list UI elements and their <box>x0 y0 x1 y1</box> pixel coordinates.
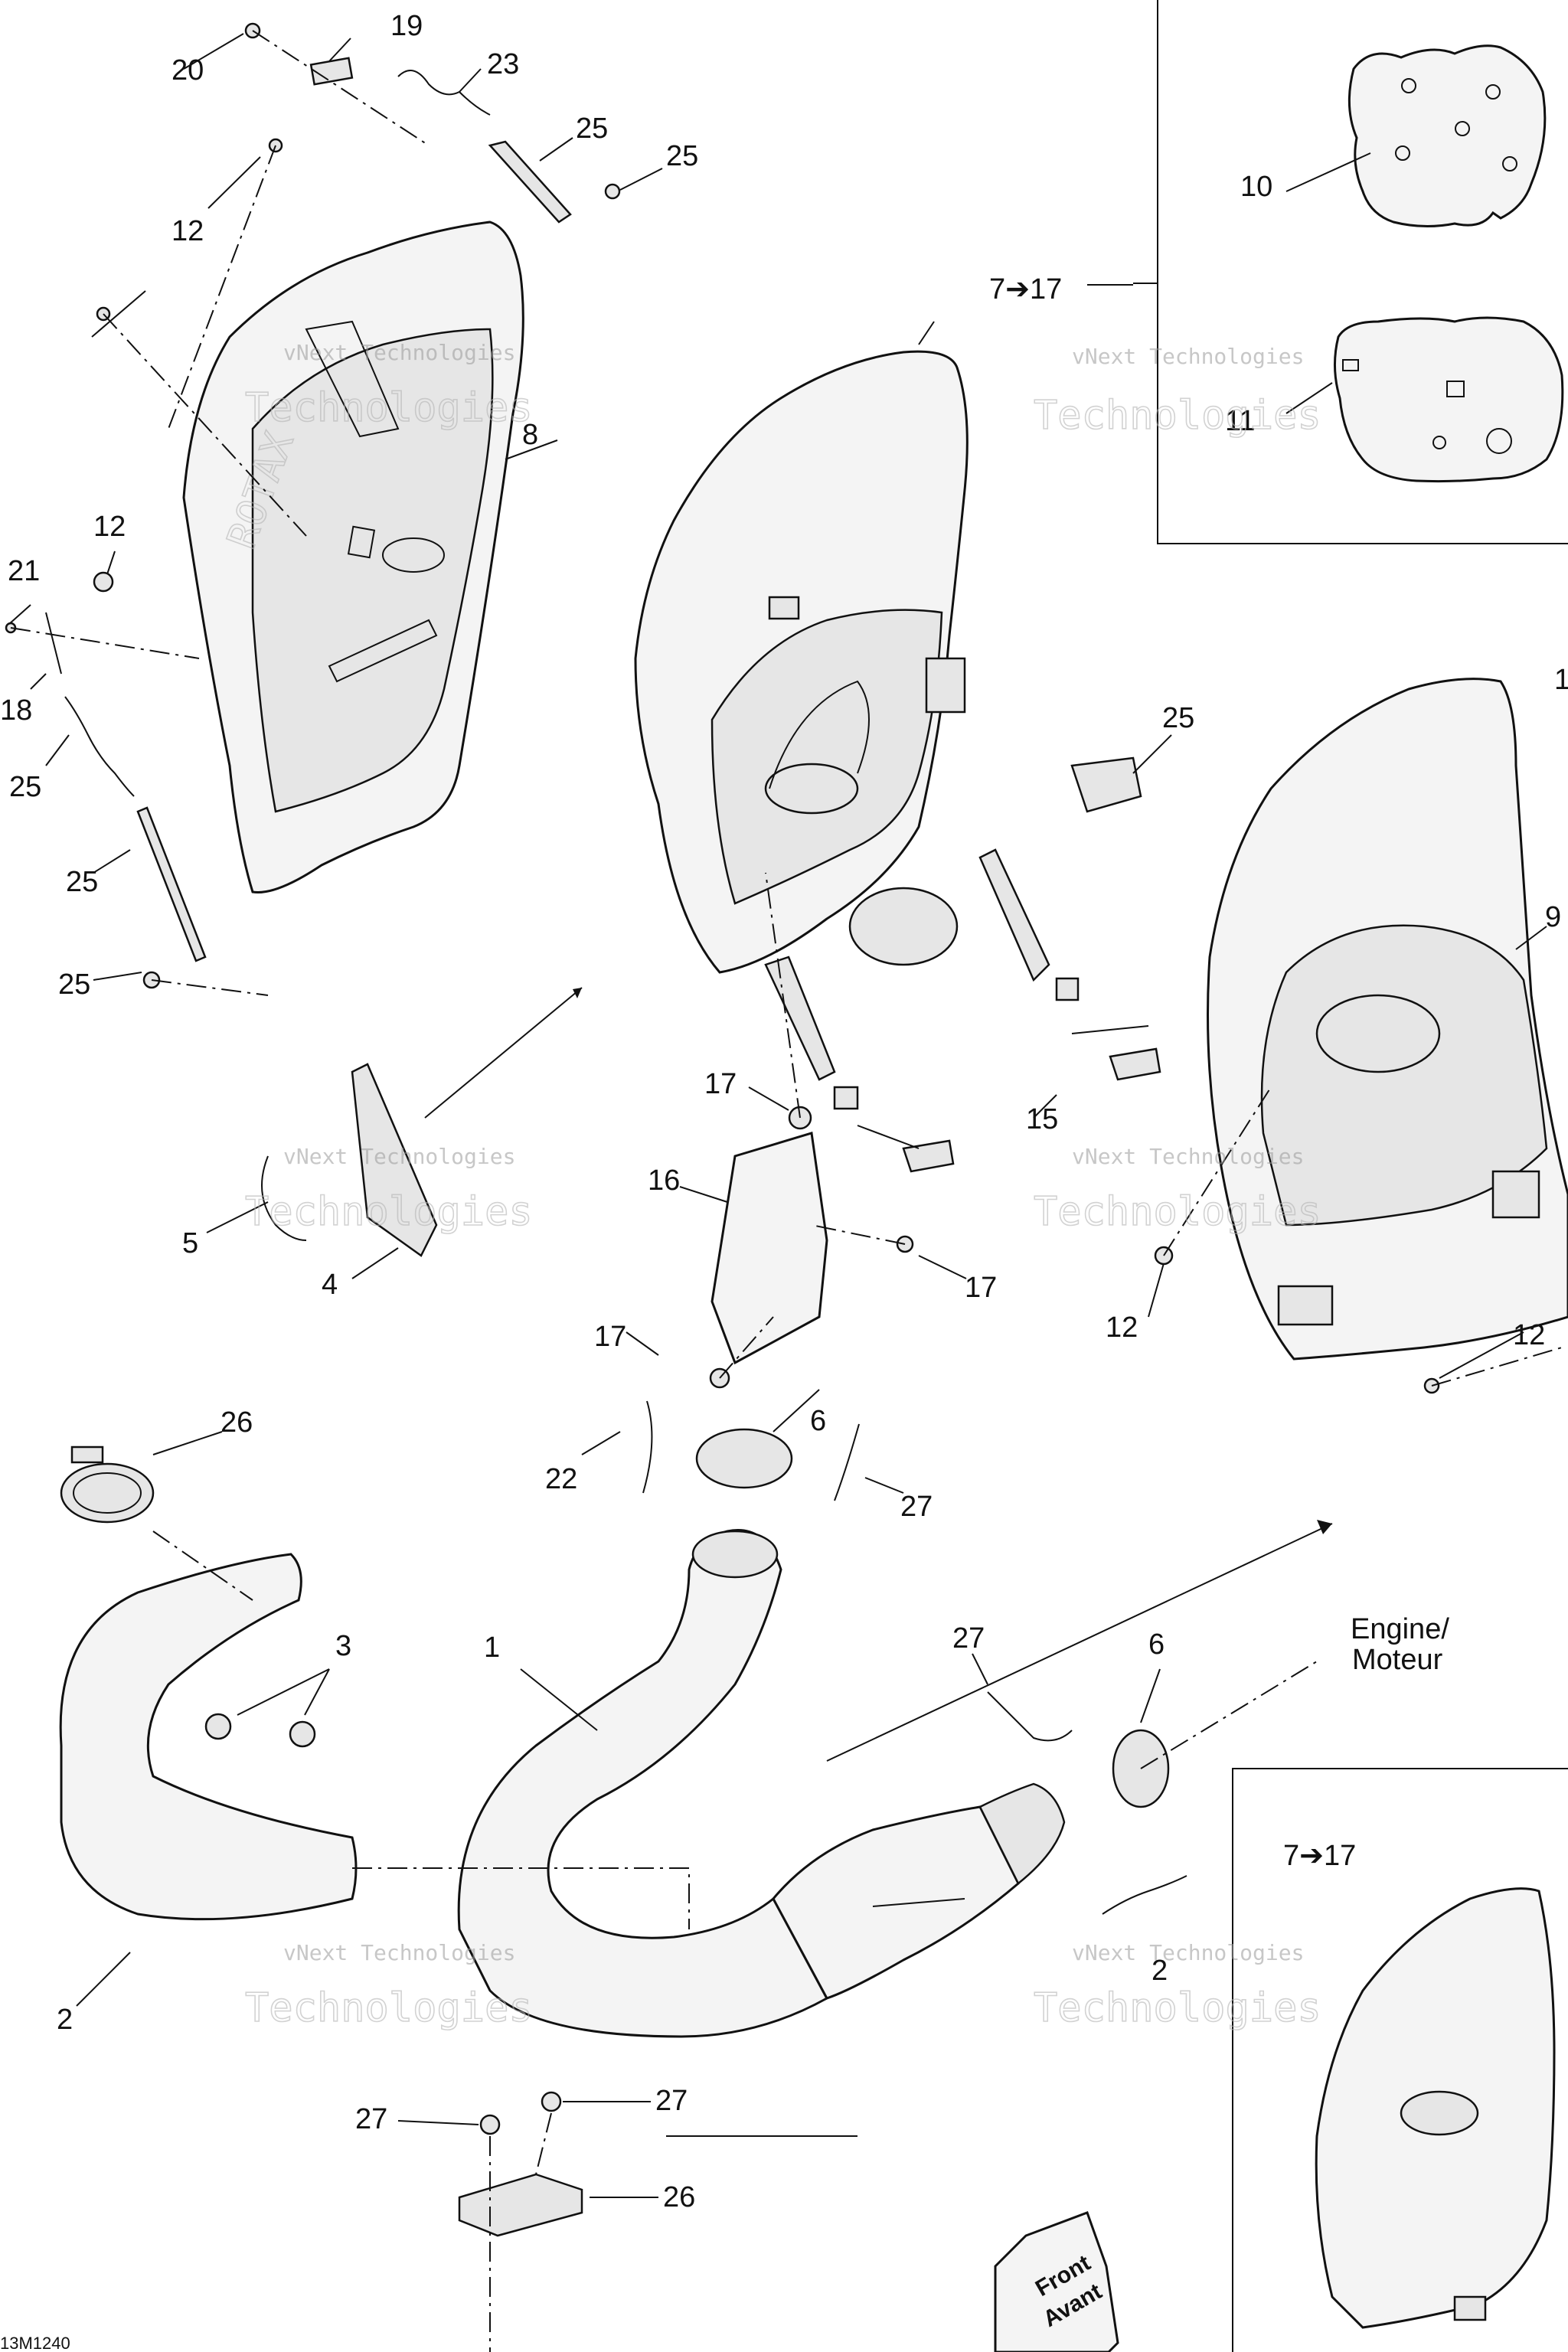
muffler-box-7 <box>634 350 1080 1110</box>
strap-19 <box>136 806 207 962</box>
callout-19: 25 <box>66 866 98 898</box>
bracket-13-top <box>309 57 354 86</box>
callout-15: 15 <box>1026 1103 1058 1135</box>
callout-27-right: 27 <box>655 2085 688 2117</box>
nut-12-left <box>93 571 114 593</box>
callout-25-left: 25 <box>9 771 41 803</box>
gasket-11 <box>1334 316 1564 483</box>
spring-25-right-upper <box>987 1691 1073 1742</box>
callout-27-left: 27 <box>355 2103 387 2135</box>
rubber-mount-18 <box>1070 756 1142 813</box>
leader-lines <box>10 30 1563 2352</box>
watermark-2b: Technologies <box>1034 393 1321 439</box>
callout-7-bottom: 7➔17 <box>1283 1840 1356 1872</box>
callout-1-edge: 1 <box>1554 664 1568 696</box>
callout-16: 16 <box>648 1165 680 1197</box>
rivet-3b <box>289 1720 316 1748</box>
callout-labels: 19 20 23 25 25 12 8 7➔17 10 11 12 21 18 … <box>0 10 1568 2352</box>
gasket-ring-6-top <box>695 1428 793 1489</box>
spring-25-left <box>64 696 135 797</box>
strap-21 <box>488 140 572 224</box>
callout-17-top: 17 <box>704 1068 737 1100</box>
gasket-10 <box>1348 44 1547 228</box>
muffler-box-thumbnail <box>1315 1887 1556 2329</box>
drawing-code: 13M1240 <box>0 2334 70 2352</box>
callout-leaders <box>8 33 1547 2198</box>
bolt-27-left <box>479 2114 501 2135</box>
callout-20: 25 <box>58 969 90 1001</box>
outlet-pipe-end <box>764 763 859 815</box>
watermark-2: vNext Technologies <box>1072 344 1304 369</box>
callout-25-right-lower: 2 <box>1152 1955 1168 1987</box>
watermarks: vNext Technologies Technologies vNext Te… <box>244 340 1321 2032</box>
callout-25-mid-left: 22 <box>545 1463 577 1495</box>
callout-14-left: 21 <box>8 555 40 587</box>
callout-12-far-right: 12 <box>1513 1319 1545 1351</box>
bolt-27-right <box>541 2091 562 2112</box>
callout-3: 3 <box>335 1630 351 1662</box>
watermark-4b: Technologies <box>1034 1189 1321 1235</box>
callout-6-top: 6 <box>810 1405 826 1437</box>
moteur-label: Moteur <box>1352 1644 1443 1676</box>
spring-25-right-lower <box>1102 1875 1187 1915</box>
callout-17-left: 17 <box>594 1321 626 1353</box>
side-panel-9 <box>1207 678 1568 1361</box>
watermark-3: vNext Technologies <box>283 1144 515 1169</box>
callout-10: 10 <box>1240 171 1272 203</box>
callout-18: 25 <box>1162 702 1194 734</box>
callout-5: 5 <box>182 1227 198 1259</box>
callout-23: 25 <box>666 140 698 172</box>
callout-2: 2 <box>57 2004 73 2036</box>
callout-26: 26 <box>663 2181 695 2213</box>
callout-13-left: 18 <box>0 694 32 727</box>
watermark-3b: Technologies <box>245 1189 533 1235</box>
callout-11: 11 <box>1225 405 1255 437</box>
engine-label: Engine/ <box>1351 1613 1449 1645</box>
callout-13-top: 19 <box>390 10 423 42</box>
clamp-22 <box>60 1446 155 1524</box>
spring-25-mid-right <box>834 1423 860 1501</box>
callout-22: 26 <box>220 1406 253 1439</box>
callout-14-top: 20 <box>172 54 204 87</box>
spring-25-mid-left <box>642 1400 653 1494</box>
inset-box-top <box>1157 0 1568 544</box>
callout-25-mid-right: 27 <box>900 1491 933 1523</box>
callout-12-top: 12 <box>172 215 204 247</box>
watermark-6: vNext Technologies <box>1072 1940 1304 1965</box>
callout-17-right: 17 <box>965 1272 997 1304</box>
heat-shield-16 <box>710 1132 828 1365</box>
callout-25-top: 23 <box>487 48 519 80</box>
inset-box-bottom <box>1232 1768 1568 2352</box>
callout-25-right-upper: 27 <box>952 1622 985 1655</box>
spring-25-top <box>397 70 491 116</box>
rivet-3a <box>204 1713 232 1740</box>
callout-8: 8 <box>522 419 538 451</box>
callout-12-right: 12 <box>1106 1312 1138 1344</box>
front-direction-arrow: Front Avant <box>994 2211 1119 2352</box>
clip-5 <box>261 1155 307 1241</box>
callout-1: 1 <box>484 1632 500 1664</box>
watermark-4: vNext Technologies <box>1072 1144 1304 1169</box>
watermark-1: vNext Technologies <box>283 340 515 365</box>
watermark-5b: Technologies <box>245 1985 533 2031</box>
exhaust-pipe-1 <box>457 1529 1066 2038</box>
callout-4: 4 <box>322 1269 338 1301</box>
side-panel-8: ROTAX <box>182 220 524 894</box>
watermark-1b: Technologies <box>245 385 533 431</box>
screw-23 <box>604 183 621 200</box>
callout-6-right: 6 <box>1148 1628 1165 1661</box>
callout-9: 9 <box>1545 901 1561 933</box>
callout-7-top: 7➔17 <box>989 273 1062 305</box>
heat-shield-4 <box>351 1063 438 1257</box>
callout-21: 25 <box>576 113 608 145</box>
callout-12-left: 12 <box>93 511 126 543</box>
support-bracket-26 <box>458 2173 583 2237</box>
arrows <box>573 988 1333 1762</box>
exhaust-guard-2 <box>59 1553 358 1921</box>
watermark-6b: Technologies <box>1034 1985 1321 2031</box>
watermark-5: vNext Technologies <box>283 1940 515 1965</box>
